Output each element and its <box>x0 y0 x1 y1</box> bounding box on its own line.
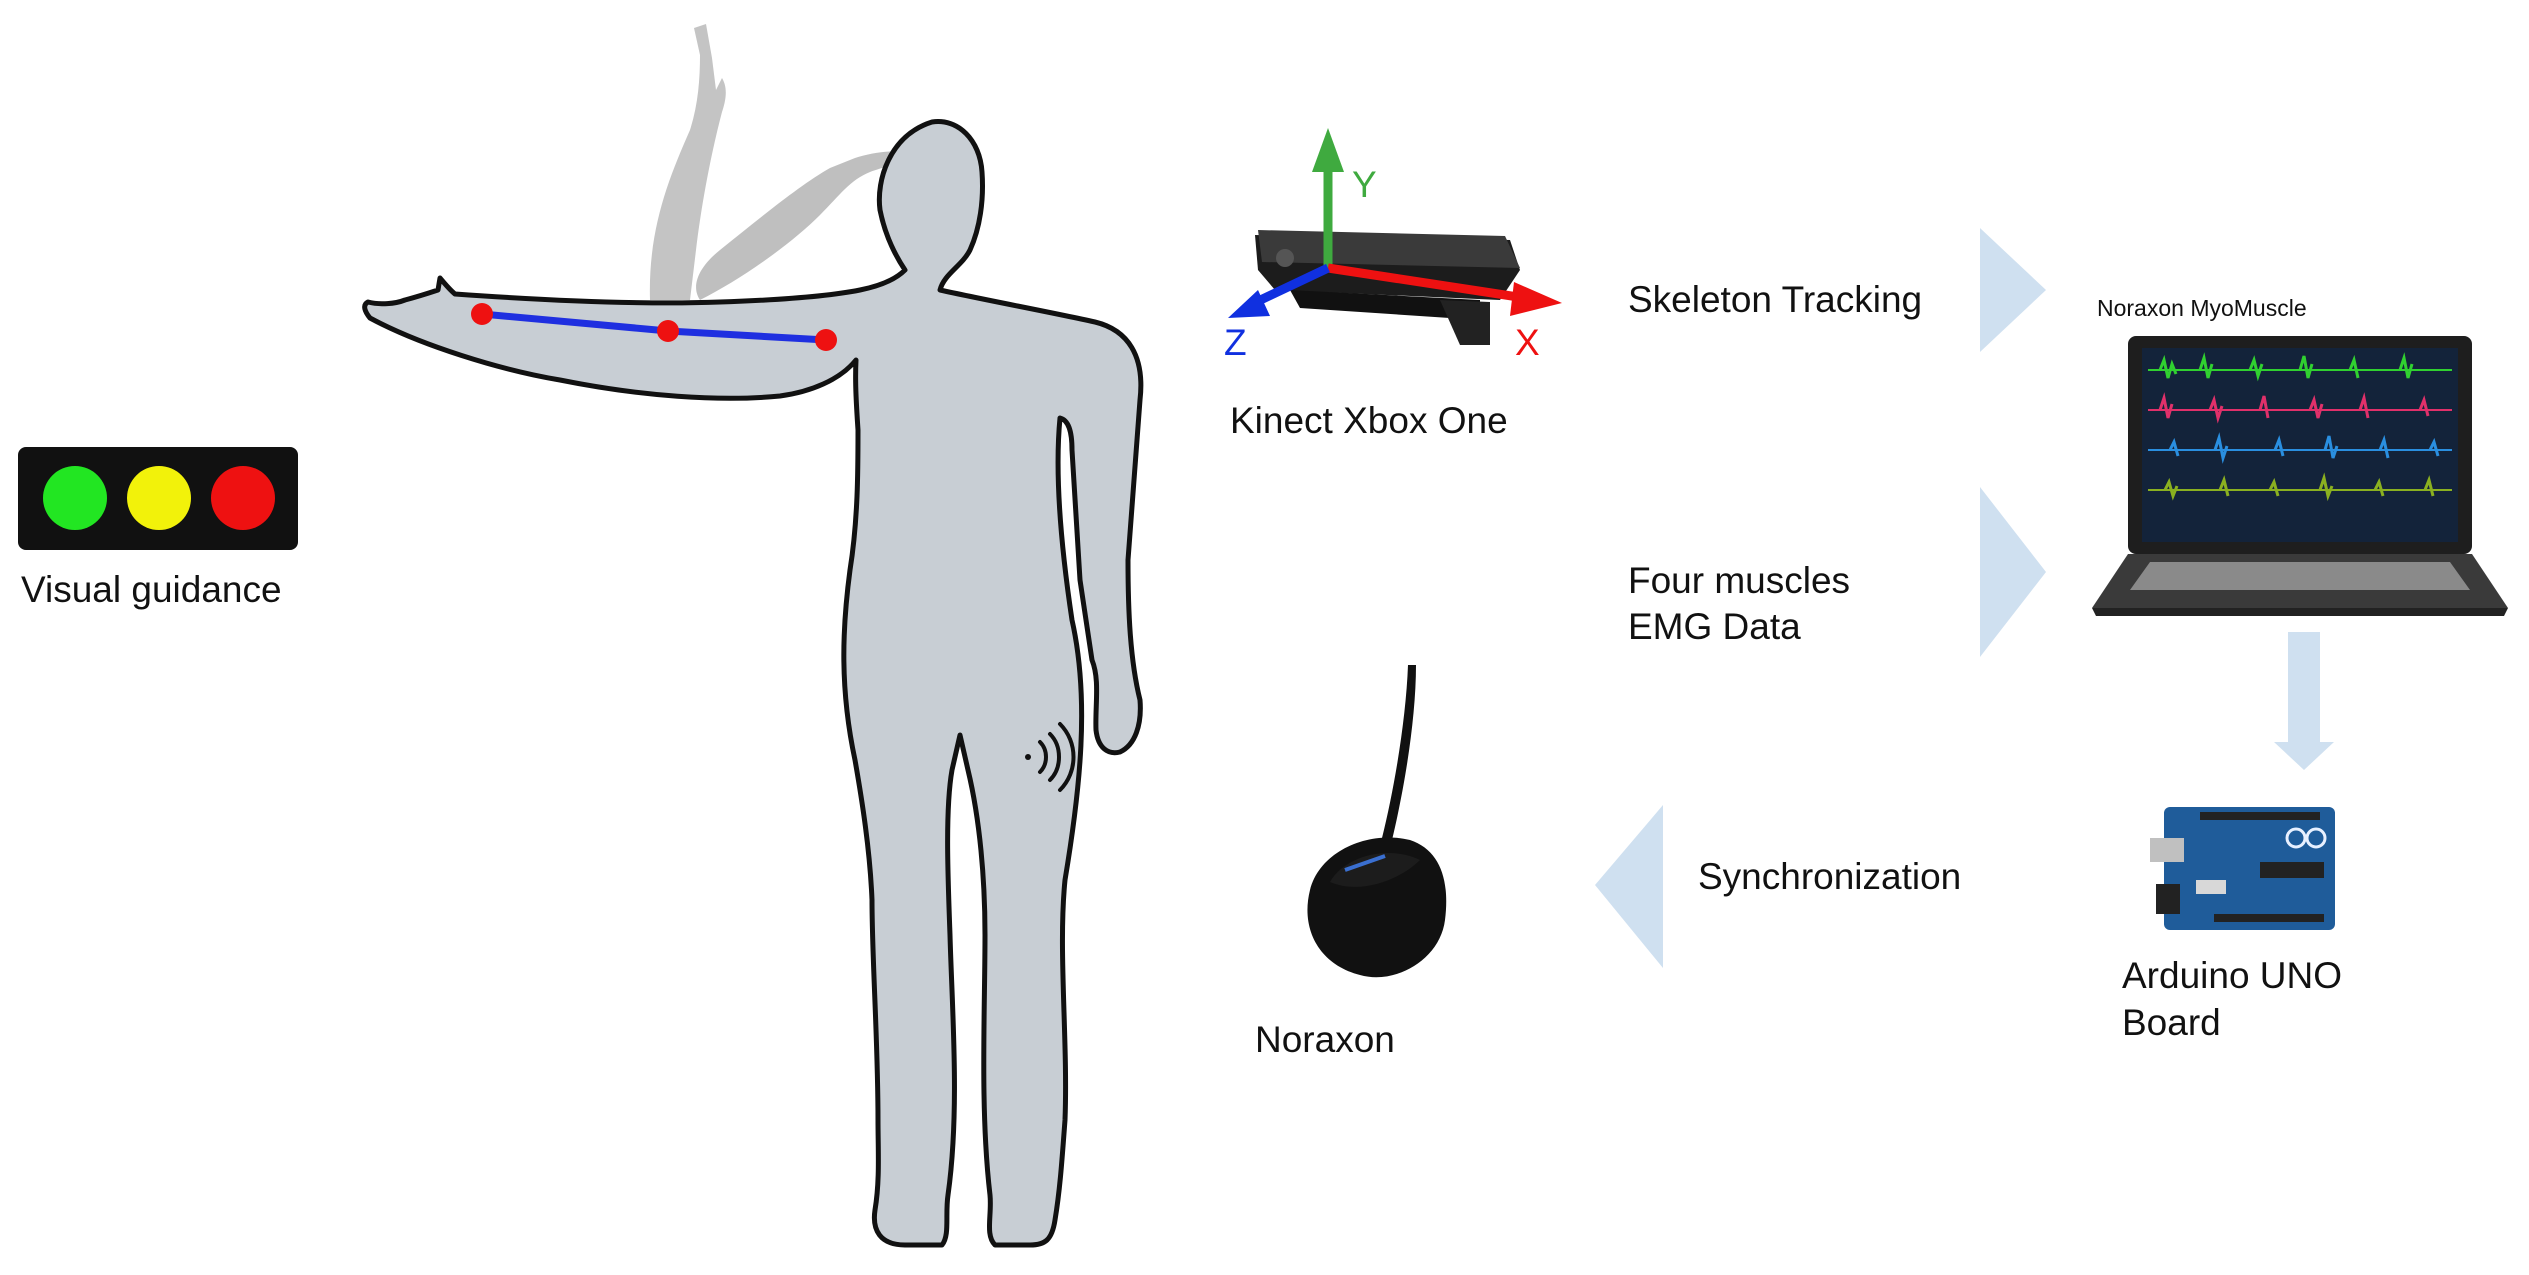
axis-z-label: Z <box>1224 322 1247 363</box>
emg-data-label-line2: EMG Data <box>1628 606 1801 647</box>
traffic-light-icon <box>18 447 298 550</box>
emg-data-label-line1: Four muscles <box>1628 560 1851 601</box>
arduino-label-line2: Board <box>2122 1002 2221 1043</box>
forearm-bone-line <box>481 310 669 335</box>
arduino-board-icon <box>2150 807 2335 930</box>
kinect-axes <box>1228 128 1562 318</box>
visual-guidance-label: Visual guidance <box>21 569 282 610</box>
synchronization-label: Synchronization <box>1698 856 1962 897</box>
human-body-icon <box>362 119 1144 1248</box>
laptop-icon <box>2092 336 2508 616</box>
skeleton-tracking-arrow <box>1980 228 2046 352</box>
axis-x-label: X <box>1515 322 1540 363</box>
yellow-light <box>127 466 191 530</box>
laptop-to-arduino-arrow <box>2274 632 2334 770</box>
z-axis-arrow <box>1248 263 1330 310</box>
x-axis-arrow <box>1327 263 1526 303</box>
upperarm-bone-line <box>667 327 827 344</box>
noraxon-software-label: Noraxon MyoMuscle <box>2097 295 2307 321</box>
emg-data-arrow <box>1980 487 2046 657</box>
ghost-arm-vertical <box>649 24 726 300</box>
skeleton-tracking-label: Skeleton Tracking <box>1628 279 1923 320</box>
shoulder-joint <box>815 329 837 351</box>
green-light <box>43 466 107 530</box>
noraxon-label: Noraxon <box>1255 1019 1395 1060</box>
kinect-label: Kinect Xbox One <box>1230 400 1508 441</box>
arduino-label-line1: Arduino UNO <box>2122 955 2343 996</box>
wireless-signal-icon <box>1025 722 1076 792</box>
red-light <box>211 466 275 530</box>
noraxon-receiver-icon <box>1307 665 1447 978</box>
laptop-screen <box>2142 348 2458 542</box>
elbow-joint <box>657 320 679 342</box>
synchronization-arrow <box>1595 805 1663 968</box>
wrist-joint <box>471 303 493 325</box>
ghost-arm-raised <box>696 151 905 300</box>
arm-skeleton-overlay <box>471 303 837 351</box>
emg-waveforms <box>2148 352 2452 502</box>
axis-y-label: Y <box>1352 164 1377 205</box>
